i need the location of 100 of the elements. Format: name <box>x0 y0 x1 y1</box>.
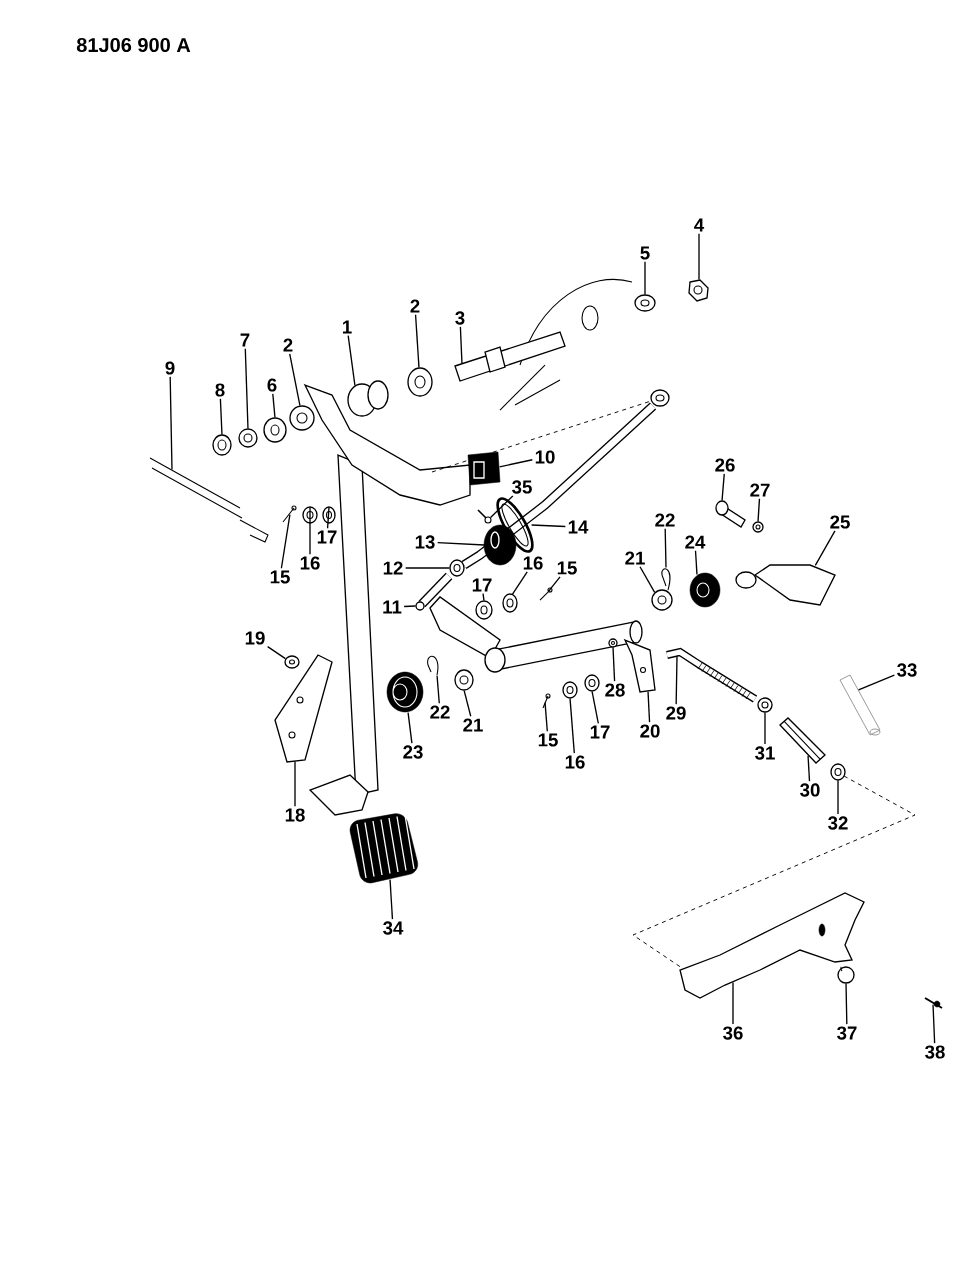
leader-line <box>814 530 836 567</box>
cotter-pin <box>282 505 297 523</box>
alignment-line <box>632 775 916 969</box>
callout-number: 5 <box>640 246 650 260</box>
callout-number: 18 <box>285 808 305 822</box>
leader-line <box>309 506 311 555</box>
leader-line <box>547 576 561 593</box>
leader-line <box>569 697 575 754</box>
callout-number: 35 <box>512 480 532 494</box>
washer <box>752 521 764 533</box>
washer <box>502 593 518 613</box>
callout-number: 32 <box>828 816 848 830</box>
leader-line <box>407 711 413 744</box>
callout-number: 17 <box>317 530 337 544</box>
leader-line <box>463 689 472 717</box>
leader-line <box>326 506 330 529</box>
nut <box>284 655 300 669</box>
clip <box>427 655 439 676</box>
callout-number: 6 <box>267 378 277 392</box>
leader-line <box>721 473 725 502</box>
callout-number: 7 <box>240 333 250 347</box>
callout-number: 8 <box>215 383 225 397</box>
callout-number: 27 <box>750 483 770 497</box>
callout-number: 16 <box>565 755 585 769</box>
callout-number: 4 <box>694 218 705 232</box>
grommet <box>689 572 721 608</box>
callout-number: 15 <box>538 733 558 747</box>
release-fork <box>679 892 865 999</box>
leader-line <box>857 674 895 691</box>
washer <box>584 674 600 692</box>
callout-number: 37 <box>837 1026 857 1040</box>
leader-line <box>219 398 223 436</box>
leader-line <box>511 571 528 596</box>
leader-line <box>647 690 651 723</box>
leader-line <box>639 566 656 594</box>
washer <box>302 506 318 524</box>
return-spring <box>149 457 269 543</box>
callout-number: 25 <box>830 515 850 529</box>
leader-line <box>845 982 848 1025</box>
callout-number: 2 <box>410 299 420 313</box>
callout-number: 22 <box>430 705 450 719</box>
leader-line <box>591 690 599 724</box>
clip <box>661 568 671 591</box>
callout-number: 15 <box>557 561 577 575</box>
callout-number: 3 <box>455 311 465 325</box>
rod <box>779 717 826 764</box>
leader-line <box>664 528 667 569</box>
leader-line <box>459 326 463 365</box>
callout-number: 10 <box>535 450 555 464</box>
callout-number: 1 <box>343 320 352 334</box>
callout-number: 34 <box>383 921 404 935</box>
callout-number: 19 <box>245 631 265 645</box>
leader-line <box>732 981 734 1025</box>
leader-line <box>612 646 616 682</box>
leader-line <box>698 233 700 281</box>
callout-number: 23 <box>403 745 423 759</box>
boot <box>483 524 517 566</box>
leader-line <box>544 701 548 732</box>
screw <box>477 509 492 524</box>
callout-number: 16 <box>523 556 543 570</box>
leader-line <box>764 711 766 745</box>
callout-number: 12 <box>383 561 403 575</box>
callout-number: 29 <box>666 706 686 720</box>
bolt <box>715 500 746 528</box>
callout-number: 31 <box>755 746 775 760</box>
leader-line <box>244 348 249 430</box>
spring-clip <box>924 997 943 1009</box>
callout-number: 28 <box>605 683 625 697</box>
nut <box>757 697 773 713</box>
leader-line <box>403 605 417 608</box>
leader-line <box>807 754 811 782</box>
callout-number: 16 <box>300 556 320 570</box>
leader-line <box>757 498 761 523</box>
seal-ring <box>496 497 534 553</box>
leader-line <box>280 513 291 569</box>
pivot-ball <box>837 966 855 984</box>
callout-number: 15 <box>270 570 290 584</box>
callout-number: 26 <box>715 458 735 472</box>
callout-number: 20 <box>640 724 660 738</box>
callout-number: 30 <box>800 783 820 797</box>
leader-line <box>644 261 646 296</box>
leader-line <box>347 335 356 387</box>
callout-number: 38 <box>925 1045 945 1059</box>
bushing <box>289 405 315 431</box>
ball-stud-plate <box>735 564 836 606</box>
leader-line <box>272 393 276 419</box>
bushing <box>839 674 881 736</box>
callout-number: 21 <box>625 551 645 565</box>
bushing <box>407 367 433 397</box>
callout-number: 17 <box>590 725 610 739</box>
leader-line <box>436 674 440 704</box>
collar <box>449 559 465 577</box>
callout-number: 24 <box>685 535 706 549</box>
washer <box>263 417 287 443</box>
leader-line <box>294 760 296 807</box>
callout-number: 33 <box>897 663 917 677</box>
rod-end-eye <box>650 389 670 407</box>
adjusting-rod <box>666 647 758 703</box>
washer <box>634 294 656 312</box>
washer <box>238 428 258 448</box>
